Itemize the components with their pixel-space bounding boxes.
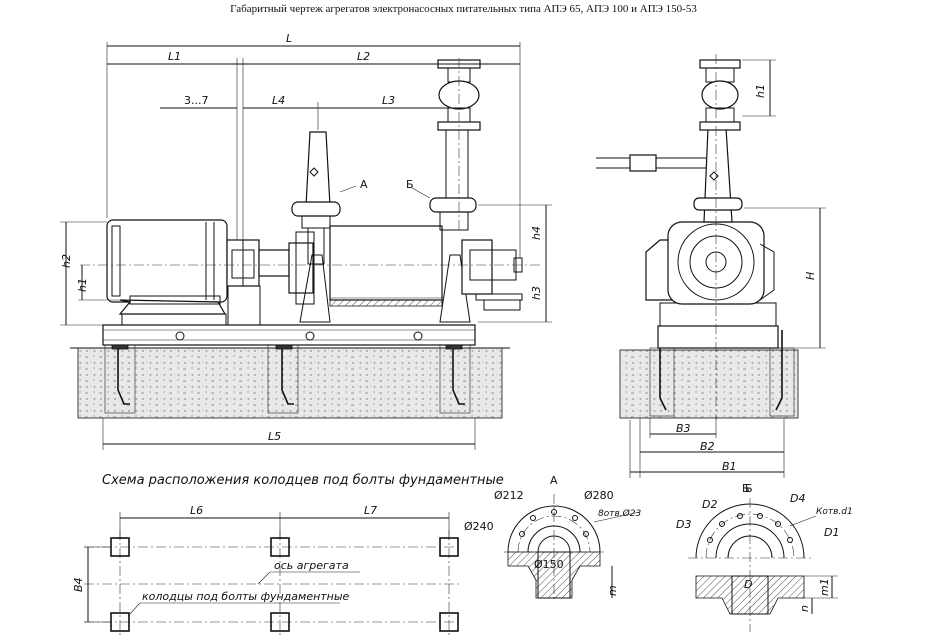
anchor-bolt-1 <box>117 330 130 405</box>
dim-h3: h3 <box>530 286 543 300</box>
dim-L6: L6 <box>190 504 203 517</box>
dim-h4: h4 <box>530 226 543 240</box>
flange-B-D3: D3 <box>676 518 691 531</box>
scheme-caption: Схема расположения колодцев под болты фу… <box>102 473 504 488</box>
flange-A-title: А <box>550 474 558 487</box>
flange-A-d150: Ø150 <box>534 558 564 571</box>
foundation-side <box>619 349 799 419</box>
well-square-5 <box>270 612 290 632</box>
flange-B-n: n <box>798 605 811 612</box>
dim-L4: L4 <box>272 94 285 107</box>
well-square-2 <box>270 537 290 557</box>
flange-B-holes: Котв.d1 <box>816 507 853 517</box>
flange-A-d240: Ø240 <box>464 520 494 533</box>
dim-L3: L3 <box>382 94 395 107</box>
side-view: h1 H B3 B2 B1 Б <box>596 54 826 495</box>
flange-B-m1: m1 <box>818 578 831 596</box>
flange-B-detail: Б D2 D4 D3 D1 Котв.d1 D m1 n <box>676 482 853 632</box>
anchor-bolt-3 <box>452 330 465 405</box>
side-dim-H: H <box>804 272 817 280</box>
label-wells: колодцы под болты фундаментные <box>142 590 350 603</box>
label-axis: ось агрегата <box>274 559 349 572</box>
flange-B-D2: D2 <box>702 498 717 511</box>
side-frame <box>657 325 779 349</box>
mark-B-front: Б <box>406 178 414 191</box>
flange-A-d212: Ø212 <box>494 489 524 502</box>
flange-A-holes: 8отв.Ø23 <box>598 508 641 519</box>
well-square-4 <box>110 612 130 632</box>
flange-B-title: Б <box>742 482 750 495</box>
flange-B-D4: D4 <box>790 492 805 505</box>
dim-B4: B4 <box>72 577 85 592</box>
well-square-3 <box>439 537 459 557</box>
dim-L: L <box>286 32 292 45</box>
foundation-front <box>77 347 503 419</box>
side-dim-B1: B1 <box>722 460 737 473</box>
dim-h2: h2 <box>60 254 73 268</box>
anchor-bolt-2 <box>281 330 294 405</box>
side-mark-B: Б <box>745 482 753 495</box>
wells-scheme: Схема расположения колодцев под болты фу… <box>72 473 504 636</box>
dim-L1: L1 <box>168 50 181 63</box>
base-frame <box>102 324 476 346</box>
suction-nozzle <box>305 131 331 207</box>
pump-casing <box>329 225 443 301</box>
mark-A-front: А <box>360 178 368 191</box>
side-dim-B3: B3 <box>676 422 691 435</box>
front-view: L L1 L2 3...7 L4 L3 h2 h1 h4 h3 L5 А Б <box>60 32 552 450</box>
flange-A-detail: А Ø212 Ø280 Ø240 Ø150 8отв.Ø23 m <box>464 474 641 600</box>
dim-3-7: 3...7 <box>184 94 209 107</box>
electric-motor <box>106 219 228 303</box>
flange-A-d280: Ø280 <box>584 489 614 502</box>
well-square-1 <box>110 537 130 557</box>
dim-L7: L7 <box>364 504 377 517</box>
flange-B-D: D <box>744 578 752 591</box>
side-dim-B2: B2 <box>700 440 715 453</box>
pump-bearing-left <box>288 242 314 294</box>
drawing-title: Габаритный чертеж агрегатов электронасос… <box>230 3 697 15</box>
pump-bearing-right <box>461 239 493 295</box>
dim-L5: L5 <box>268 430 281 443</box>
flange-B-D1: D1 <box>824 526 839 539</box>
dim-h1: h1 <box>76 278 89 292</box>
side-dim-h1: h1 <box>754 84 767 98</box>
well-square-6 <box>439 612 459 632</box>
flange-A-m: m <box>606 585 619 596</box>
dim-L2: L2 <box>357 50 370 63</box>
